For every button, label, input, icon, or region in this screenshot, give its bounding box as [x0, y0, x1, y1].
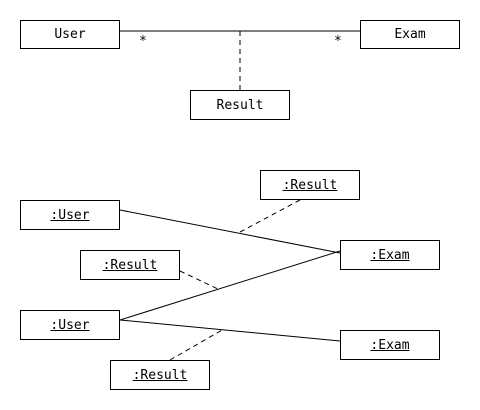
object-exam-1-label: :Exam [370, 247, 410, 263]
link-user2-exam2 [119, 319, 341, 342]
class-exam-label: Exam [394, 27, 426, 42]
dashed-link-result1 [239, 199, 301, 233]
object-exam-2-label: :Exam [370, 337, 410, 353]
object-result-3-label: :Result [132, 367, 188, 383]
object-user-1: :User [20, 200, 120, 230]
object-user-2-label: :User [50, 317, 90, 333]
link-user1-exam1 [119, 209, 341, 254]
object-result-3: :Result [110, 360, 210, 390]
multiplicity-user-end: * [139, 34, 147, 49]
object-result-2-label: :Result [102, 257, 158, 273]
object-user-1-label: :User [50, 207, 90, 223]
object-result-2: :Result [80, 250, 180, 280]
class-user-label: User [54, 27, 86, 42]
object-exam-1: :Exam [340, 240, 440, 270]
object-exam-2: :Exam [340, 330, 440, 360]
class-result: Result [190, 90, 290, 120]
object-user-2: :User [20, 310, 120, 340]
dashed-link-result2 [179, 270, 221, 291]
object-result-1-label: :Result [282, 177, 338, 193]
dashed-link-result3 [169, 329, 223, 361]
class-result-label: Result [216, 97, 264, 113]
class-exam: Exam [360, 20, 460, 49]
class-user: User [20, 20, 120, 49]
multiplicity-exam-end: * [334, 34, 342, 49]
object-result-1: :Result [260, 170, 360, 200]
link-user2-exam1 [119, 250, 341, 321]
